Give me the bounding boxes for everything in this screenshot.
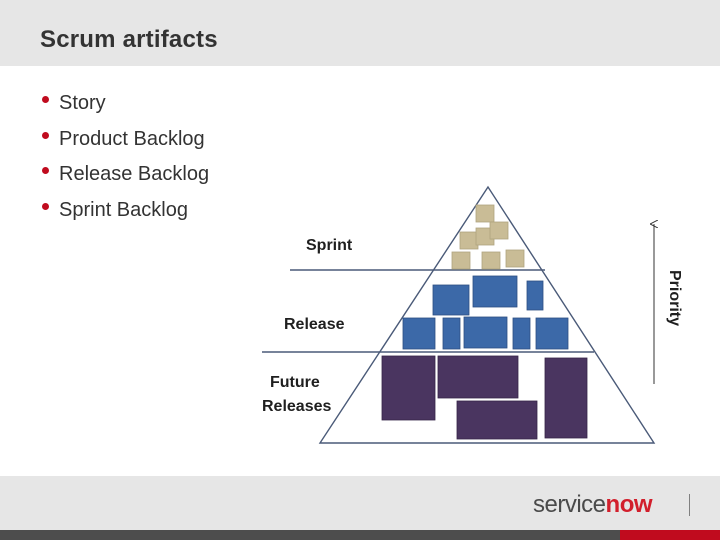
sprint-blocks <box>451 204 525 270</box>
future-block <box>456 400 538 440</box>
sprint-block <box>451 251 471 270</box>
slide-title: Scrum artifacts <box>40 26 218 53</box>
bullet-dot-icon <box>42 202 49 210</box>
bullet-label: Release Backlog <box>59 163 210 185</box>
title-bar: Scrum artifacts <box>0 0 720 66</box>
future-level-label-line2: Releases <box>262 398 331 415</box>
logo-divider <box>689 494 690 516</box>
servicenow-logo: servicenow <box>533 491 653 518</box>
bullet-item-story: Story <box>40 92 209 128</box>
sprint-block <box>489 221 509 240</box>
release-block <box>463 316 508 349</box>
release-block <box>472 275 518 308</box>
future-release-blocks <box>381 355 588 440</box>
release-block <box>526 280 544 311</box>
sprint-block <box>475 204 495 223</box>
release-level-label: Release <box>284 316 345 333</box>
logo-suffix: now <box>605 491 653 518</box>
logo-prefix: service <box>533 491 606 518</box>
bottom-strip-red <box>620 530 720 540</box>
bullet-dot-icon <box>42 131 49 139</box>
bullet-label: Product Backlog <box>59 127 205 150</box>
bullet-dot-icon <box>42 167 49 174</box>
bullet-item-product-backlog: Product Backlog <box>40 128 209 164</box>
footer-bar <box>0 476 720 530</box>
release-block <box>402 317 436 350</box>
release-block <box>512 317 531 350</box>
future-block <box>381 355 436 421</box>
future-level-label-line1: Future <box>270 374 320 391</box>
release-blocks <box>402 275 569 350</box>
bottom-strip-dark <box>0 530 620 540</box>
bullet-item-sprint-backlog: Sprint Backlog <box>40 199 209 235</box>
release-block <box>535 317 569 350</box>
bullet-list: Story Product Backlog Release Backlog Sp… <box>40 92 209 234</box>
future-block <box>437 355 519 399</box>
sprint-block <box>459 231 479 250</box>
priority-label: Priority <box>666 270 683 326</box>
bullet-label: Sprint Backlog <box>59 198 188 221</box>
bullet-item-release-backlog: Release Backlog <box>40 163 209 199</box>
sprint-level-label: Sprint <box>306 237 353 254</box>
release-block <box>432 284 470 316</box>
sprint-block <box>505 249 525 268</box>
bullet-dot-icon <box>42 96 49 103</box>
future-block <box>544 357 588 439</box>
release-block <box>442 317 461 350</box>
bullet-label: Story <box>59 92 106 114</box>
sprint-block <box>481 251 501 270</box>
